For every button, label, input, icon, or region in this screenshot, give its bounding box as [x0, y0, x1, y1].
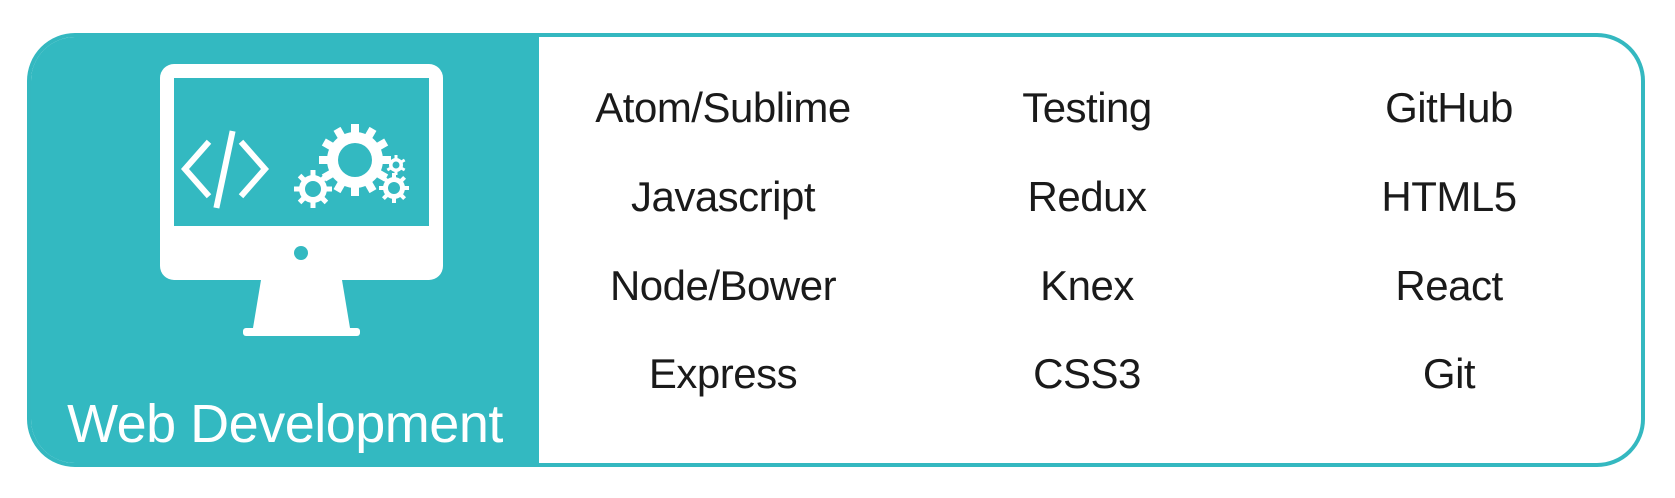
category-panel: Web Development	[31, 37, 539, 463]
monitor-code-gears-icon	[160, 64, 443, 336]
skill-item: Knex	[1040, 262, 1134, 309]
section-title: Web Development	[67, 394, 503, 454]
skill-item: Javascript	[630, 173, 816, 220]
skill-item: React	[1395, 262, 1503, 309]
skill-item: Testing	[1022, 84, 1152, 131]
skill-item: Redux	[1027, 173, 1147, 220]
skill-item: HTML5	[1381, 173, 1517, 220]
skill-item: GitHub	[1385, 84, 1513, 131]
skill-item: Atom/Sublime	[595, 84, 851, 131]
skills-grid: Atom/Sublime Javascript Node/Bower Expre…	[539, 37, 1641, 463]
skill-item: Git	[1422, 350, 1476, 397]
web-development-card: Web Development Atom/Sublime Javascript …	[27, 33, 1645, 467]
skill-item: CSS3	[1033, 350, 1141, 397]
skill-item: Express	[648, 350, 798, 397]
skill-item: Node/Bower	[609, 262, 837, 309]
